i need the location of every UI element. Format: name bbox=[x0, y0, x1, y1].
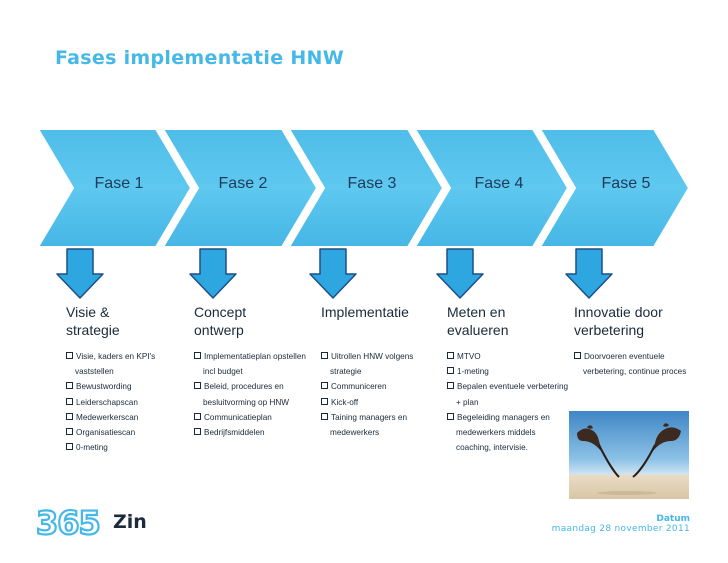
checkbox-icon bbox=[321, 397, 328, 405]
phase-column-1: Visie & strategie Visie, kaders en KPI's… bbox=[66, 303, 191, 455]
down-arrow-icon bbox=[436, 248, 484, 299]
checklist-item: Beleid, procedures en besluitvorming op … bbox=[194, 379, 319, 409]
checkbox-icon bbox=[194, 382, 201, 390]
checklist-item: Communicatieplan bbox=[194, 410, 319, 425]
checkbox-icon bbox=[66, 397, 73, 405]
phase-chevron-2 bbox=[161, 128, 319, 248]
checklist-item: Leiderschapscan bbox=[66, 395, 191, 410]
checkbox-icon bbox=[447, 382, 454, 390]
checklist-item: Medewerkerscan bbox=[66, 410, 191, 425]
checkbox-icon bbox=[321, 382, 328, 390]
checklist: Visie, kaders en KPI's vaststellen Bewus… bbox=[66, 349, 191, 455]
phase-chevron-4 bbox=[413, 128, 570, 248]
footer-date-label: Datum bbox=[656, 514, 690, 524]
column-title: Visie & strategie bbox=[66, 304, 120, 338]
checkbox-icon bbox=[66, 428, 73, 436]
365-logo: 365 bbox=[36, 504, 102, 540]
phase-label-5: Fase 5 bbox=[601, 175, 651, 192]
column-title: Innovatie door verbetering bbox=[574, 304, 663, 338]
checklist-item: Begeleiding managers en medewerkers midd… bbox=[447, 410, 572, 456]
footer-date-value: maandag 28 november 2011 bbox=[551, 524, 690, 534]
phase-column-3: Implementatie Uitrollen HNW volgens stra… bbox=[321, 303, 446, 440]
slide-title: Fases implementatie HNW bbox=[55, 47, 344, 69]
checklist-item: 0-meting bbox=[66, 440, 191, 455]
column-title: Meten en evalueren bbox=[447, 304, 509, 338]
phase-chevron-3 bbox=[287, 128, 445, 248]
logo-digits: 365 bbox=[36, 504, 100, 540]
checkbox-icon bbox=[194, 412, 201, 420]
checklist-item: Organisatiescan bbox=[66, 425, 191, 440]
checkbox-icon bbox=[447, 367, 454, 375]
checklist-item: Kick-off bbox=[321, 395, 446, 410]
checkbox-icon bbox=[66, 352, 73, 359]
checkbox-icon bbox=[66, 382, 73, 390]
down-arrow-icon bbox=[565, 248, 613, 299]
column-title: Implementatie bbox=[321, 304, 409, 320]
column-title: Concept ontwerp bbox=[194, 304, 247, 338]
checkbox-icon bbox=[447, 412, 454, 420]
phase-label-4: Fase 4 bbox=[474, 175, 524, 192]
phase-label-2: Fase 2 bbox=[218, 175, 268, 192]
checklist: Doorvoeren eventuele verbetering, contin… bbox=[574, 349, 699, 379]
checklist-item: Bepalen eventuele verbetering + plan bbox=[447, 379, 572, 409]
checkbox-icon bbox=[194, 428, 201, 436]
checkbox-icon bbox=[66, 443, 73, 451]
checkbox-icon bbox=[447, 352, 454, 359]
checkbox-icon bbox=[574, 352, 581, 359]
checklist: Implementatieplan opstellen incl budget … bbox=[194, 349, 319, 440]
checkbox-icon bbox=[66, 412, 73, 420]
checklist: MTVO 1-meting Bepalen eventuele verbeter… bbox=[447, 349, 572, 455]
down-arrow-icon bbox=[309, 248, 357, 299]
phase-label-3: Fase 3 bbox=[347, 175, 397, 192]
checklist-item: Visie, kaders en KPI's vaststellen bbox=[66, 349, 191, 379]
phase-column-2: Concept ontwerp Implementatieplan opstel… bbox=[194, 303, 319, 440]
checkbox-icon bbox=[321, 412, 328, 420]
checklist-item: Bewustwording bbox=[66, 379, 191, 394]
checkbox-icon bbox=[321, 352, 328, 359]
checkbox-icon bbox=[194, 352, 201, 359]
checklist-item: Doorvoeren eventuele verbetering, contin… bbox=[574, 349, 699, 379]
down-arrow-icon bbox=[189, 248, 237, 299]
checklist-item: MTVO bbox=[447, 349, 572, 364]
checklist-item: Implementatieplan opstellen incl budget bbox=[194, 349, 319, 379]
checklist-item: 1-meting bbox=[447, 364, 572, 379]
phase-chevron-5 bbox=[538, 128, 691, 248]
down-arrow-icon bbox=[56, 248, 104, 299]
phase-column-5: Innovatie door verbetering Doorvoeren ev… bbox=[574, 303, 699, 379]
phase-chevron-1 bbox=[36, 128, 193, 248]
checklist-item: Bedrijfsmiddelen bbox=[194, 425, 319, 440]
checklist-item: Taining managers en medewerkers bbox=[321, 410, 446, 440]
logo-wordmark: Zin bbox=[113, 511, 147, 533]
checklist: Uitrollen HNW volgens strategie Communic… bbox=[321, 349, 446, 440]
phase-label-1: Fase 1 bbox=[94, 175, 144, 192]
heart-jump-photo bbox=[569, 411, 689, 499]
checklist-item: Communiceren bbox=[321, 379, 446, 394]
checklist-item: Uitrollen HNW volgens strategie bbox=[321, 349, 446, 379]
phase-column-4: Meten en evalueren MTVO 1-meting Bepalen… bbox=[447, 303, 572, 455]
